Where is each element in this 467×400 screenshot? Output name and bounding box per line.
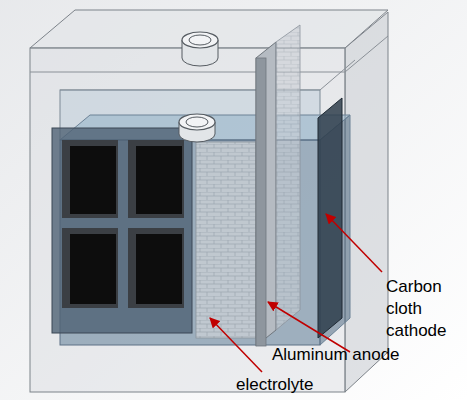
window-black — [136, 234, 182, 304]
leader-arrow — [326, 214, 382, 272]
anode-face — [196, 142, 256, 338]
port-top — [182, 32, 218, 48]
leader-arrow — [268, 302, 350, 352]
window-frame — [62, 140, 118, 218]
part-label: Carbon cloth cathode — [386, 276, 464, 342]
container-side — [345, 12, 388, 392]
part-label: Aluminum anode — [272, 344, 462, 366]
port-rim — [186, 117, 208, 127]
window-frame — [62, 228, 118, 308]
aluminum-anode — [256, 42, 276, 346]
window-frame — [128, 228, 184, 308]
anode-back — [276, 25, 300, 330]
window-frame — [128, 140, 184, 218]
leader-arrow — [210, 318, 262, 372]
window-panel — [52, 128, 192, 333]
port-rim — [189, 35, 211, 45]
window-black — [136, 146, 182, 214]
port-top — [179, 114, 215, 130]
container-top — [30, 10, 388, 48]
part-label: electrolyte — [236, 374, 396, 396]
window-black — [70, 146, 116, 214]
window-black — [70, 234, 116, 304]
anode-edge — [256, 58, 266, 346]
